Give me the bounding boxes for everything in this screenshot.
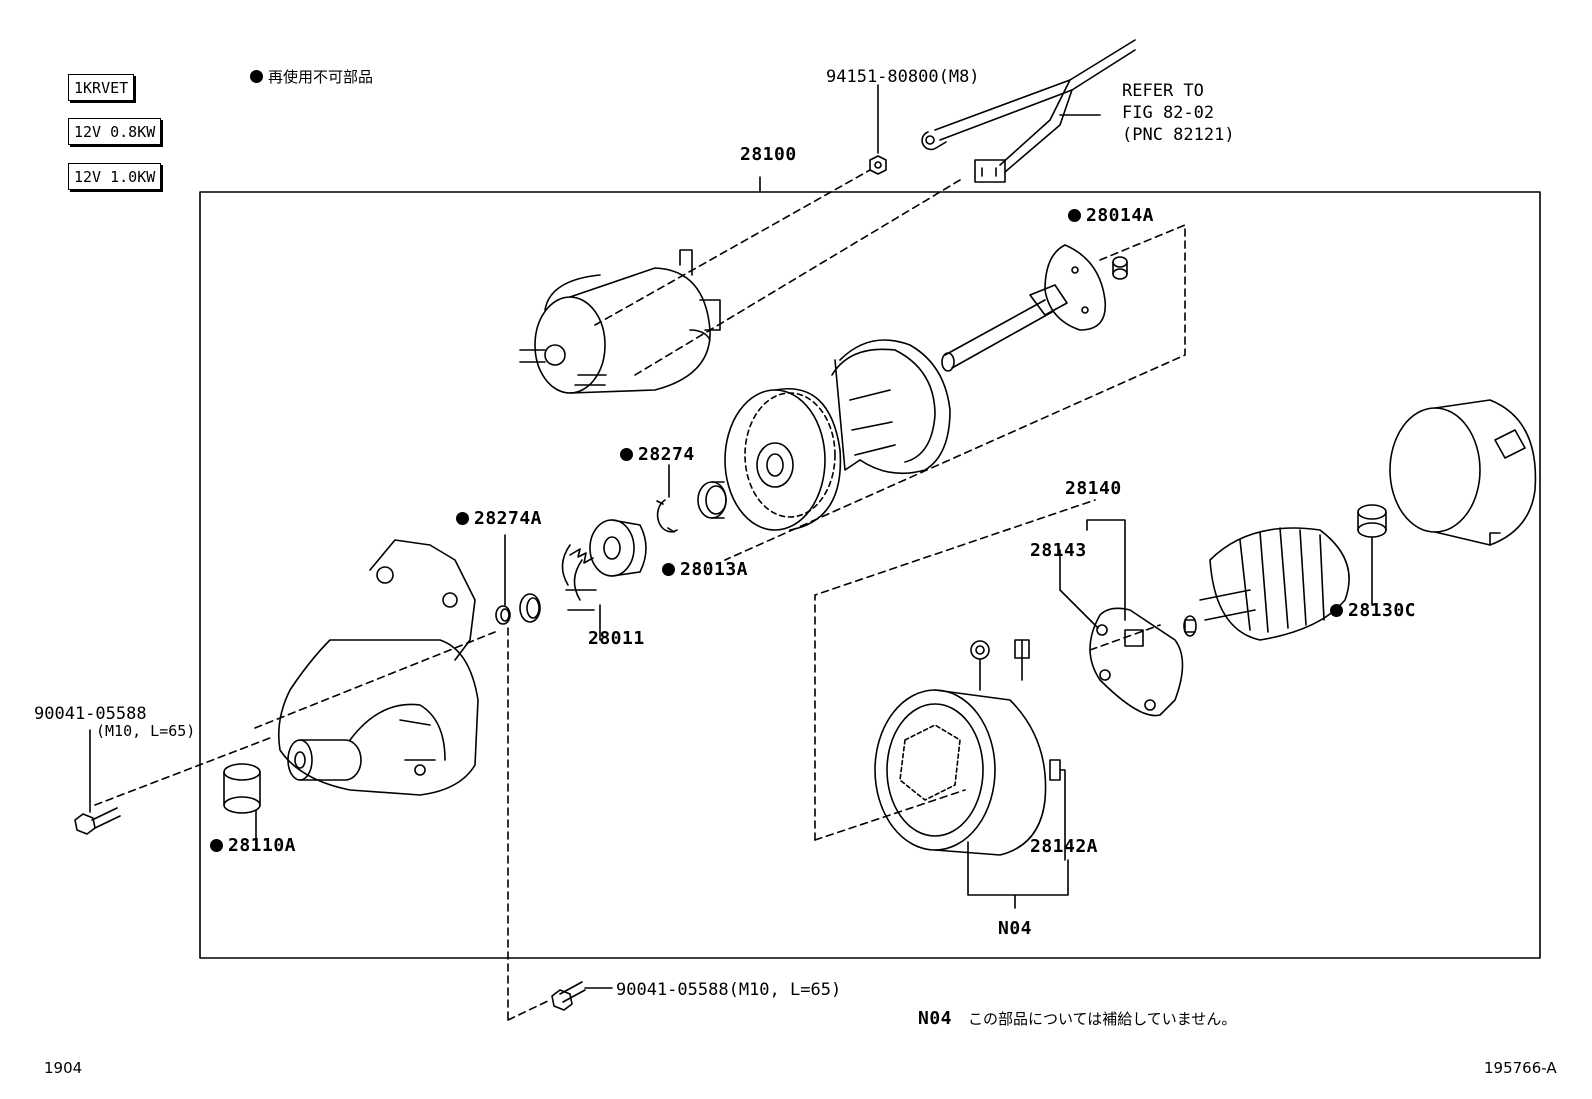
bracket-28140 <box>1059 519 1126 621</box>
nut-m8 <box>869 84 887 175</box>
part-label-28013a[interactable]: 28013A <box>662 561 748 579</box>
bushing-28130c <box>1357 504 1387 606</box>
refer-line-3: (PNC 82121) <box>1122 125 1235 145</box>
footer-n04-note: この部品については補給していません。 <box>968 1010 1237 1028</box>
washer-rings <box>495 534 541 625</box>
bracket-n04 <box>967 841 1069 909</box>
part-number[interactable]: 28274 <box>638 444 695 465</box>
part-label-28274a[interactable]: 28274A <box>456 510 542 528</box>
refer-line-1: REFER TO <box>1122 81 1204 101</box>
bolt-label-left[interactable]: 90041-05588 <box>34 704 147 724</box>
clutch-28011 <box>561 519 647 641</box>
non-reusable-text: 再使用不可部品 <box>268 68 374 86</box>
part-number[interactable]: 28274A <box>474 508 543 529</box>
field-yoke-n04 <box>874 639 1066 861</box>
snap-ring-28274 <box>656 499 678 533</box>
bolt-label-bottom[interactable]: 90041-05588(M10, L=65) <box>616 982 841 999</box>
spec-box-1-0kw: 12V 1.0KW <box>68 163 162 190</box>
part-label-28274[interactable]: 28274 <box>620 446 695 464</box>
part-label-28014a[interactable]: 28014A <box>1068 207 1154 225</box>
part-number[interactable]: 28013A <box>680 559 749 580</box>
part-label-28143[interactable]: 28143 <box>1030 540 1087 561</box>
non-reusable-dot <box>456 512 469 525</box>
engine-code-box: 1KRVET <box>68 74 135 101</box>
bushing-28014a <box>1112 256 1128 280</box>
part-label-28142a[interactable]: 28142A <box>1030 836 1099 857</box>
through-bolt-left <box>74 729 121 835</box>
spec-box-0-8kw: 12V 0.8KW <box>68 118 162 145</box>
non-reusable-legend: 再使用不可部品 <box>250 70 373 85</box>
non-reusable-dot <box>620 448 633 461</box>
part-number[interactable]: 28014A <box>1086 205 1155 226</box>
brush-holder-28143 <box>1059 589 1184 717</box>
bushing-28110a <box>223 763 261 851</box>
part-label-28100[interactable]: 28100 <box>740 144 797 165</box>
refer-line-2: FIG 82-02 <box>1122 103 1215 123</box>
non-reusable-dot <box>662 563 675 576</box>
assembly-outline <box>199 176 1541 959</box>
part-label-28130c[interactable]: 28130C <box>1330 602 1416 620</box>
planetary-shaft <box>941 244 1107 372</box>
wire-harness <box>921 39 1136 183</box>
part-label-28110a[interactable]: 28110A <box>210 837 296 855</box>
part-label-28011[interactable]: 28011 <box>588 628 645 649</box>
nut-spec: (M8) <box>938 67 980 87</box>
through-bolt-bottom <box>551 981 613 1011</box>
non-reusable-dot <box>1330 604 1343 617</box>
non-reusable-dot <box>250 70 263 83</box>
part-label-28140[interactable]: 28140 <box>1065 478 1122 499</box>
date-code: 1904 <box>44 1059 83 1077</box>
bolt-part-number[interactable]: 90041-05588 <box>616 980 729 1000</box>
nut-label[interactable]: 94151-80800(M8) <box>826 69 980 86</box>
nut-part-number[interactable]: 94151-80800 <box>826 67 939 87</box>
non-reusable-dot <box>210 839 223 852</box>
footer-n04-code: N04 <box>918 1008 953 1029</box>
bolt-spec-left: (M10, L=65) <box>96 722 196 740</box>
end-cover <box>1389 399 1537 546</box>
bearing-28013a <box>697 481 727 519</box>
internal-gear <box>831 339 951 475</box>
part-label-n04[interactable]: N04 <box>998 918 1033 939</box>
non-reusable-dot <box>1068 209 1081 222</box>
armature <box>1183 527 1350 641</box>
drive-end-housing <box>277 539 479 796</box>
center-bearing-plate <box>724 388 842 531</box>
solenoid-switch <box>519 249 721 394</box>
part-number[interactable]: 28110A <box>228 835 297 856</box>
alignment-lines <box>94 169 1186 1021</box>
part-number[interactable]: 28130C <box>1348 600 1417 621</box>
figure-id: 195766-A <box>1484 1059 1557 1077</box>
bolt-spec: (M10, L=65) <box>728 980 842 1000</box>
